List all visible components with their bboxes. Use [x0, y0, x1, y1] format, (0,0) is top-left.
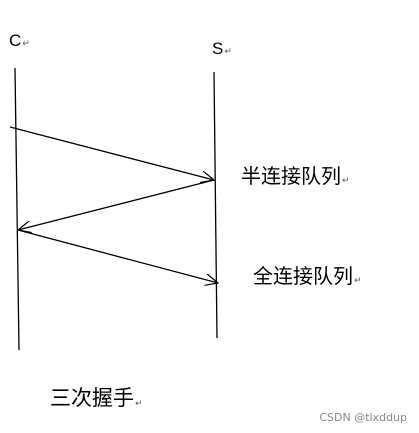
- paragraph-mark-icon: ↵: [135, 399, 143, 409]
- server-label: S↵: [212, 40, 232, 57]
- client-label-text: C: [9, 31, 22, 50]
- full-connection-queue-text: 全连接队列: [253, 264, 353, 288]
- full-connection-queue-label: 全连接队列↵: [253, 266, 362, 286]
- ack-arrow: [17, 229, 218, 283]
- paragraph-mark-icon: ↵: [354, 276, 362, 286]
- diagram-caption: 三次握手↵: [50, 388, 143, 409]
- diagram-caption-text: 三次握手: [50, 386, 134, 410]
- paragraph-mark-icon: ↵: [224, 47, 232, 57]
- paragraph-mark-icon: ↵: [22, 39, 30, 49]
- half-connection-queue-label: 半连接队列↵: [241, 166, 350, 186]
- server-label-text: S: [212, 39, 224, 58]
- half-connection-queue-text: 半连接队列: [241, 164, 341, 188]
- syn-arrow: [9, 126, 214, 180]
- syn-ack-arrow: [18, 179, 215, 230]
- watermark: CSDN @tlxddup: [319, 411, 407, 424]
- client-label: C↵: [9, 32, 30, 49]
- server-lifeline: [213, 71, 218, 339]
- client-lifeline: [14, 67, 20, 351]
- paragraph-mark-icon: ↵: [342, 176, 350, 186]
